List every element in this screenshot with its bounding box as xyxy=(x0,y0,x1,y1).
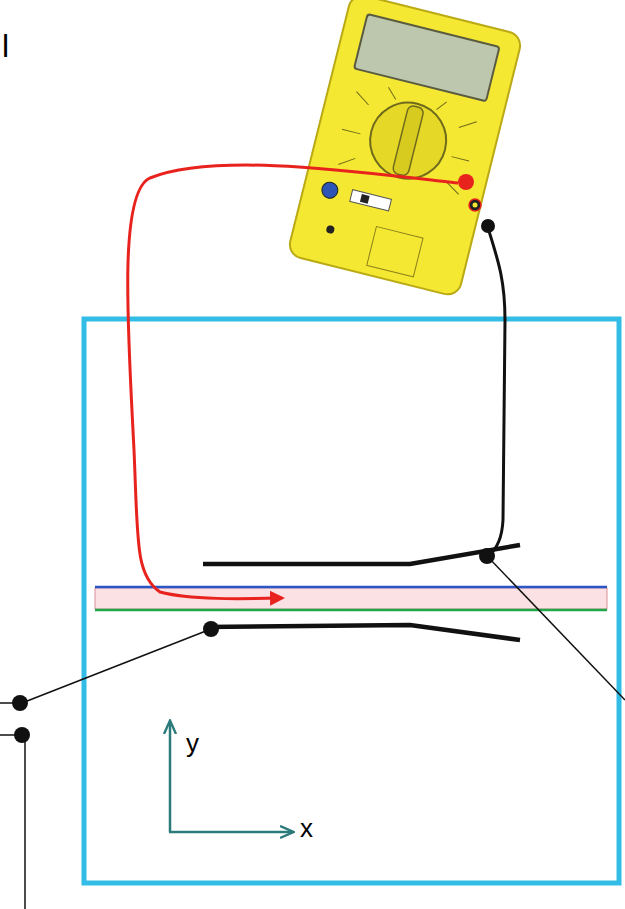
x-axis xyxy=(169,831,292,834)
enclosure xyxy=(84,319,619,883)
multimeter xyxy=(287,0,523,297)
axis-label: y xyxy=(186,730,199,756)
title-fragment: l xyxy=(2,30,9,62)
black-lead xyxy=(488,228,505,556)
top-electrode xyxy=(203,545,520,564)
axis-label: x xyxy=(300,815,313,841)
red-lead xyxy=(128,165,458,599)
bottom-electrode xyxy=(205,625,520,640)
sample-strip xyxy=(95,588,607,609)
y-axis xyxy=(169,722,172,832)
